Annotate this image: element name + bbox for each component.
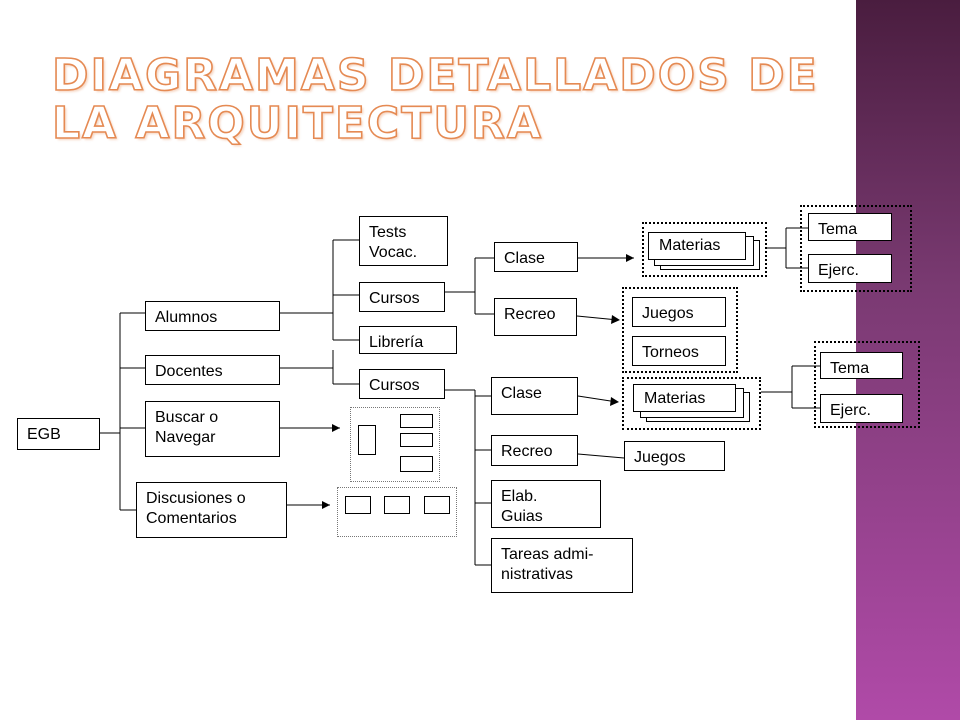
node-clase-docentes: Clase [491,377,578,415]
comments-placeholder-panel [337,487,457,537]
materias-docentes-group [622,377,761,430]
node-elab: Elab. Guias Prácticas [491,480,601,528]
node-egb: EGB [17,418,100,450]
placeholder-block [400,456,433,472]
node-tema-docentes: Tema [820,352,903,379]
node-juegos-alumnos: Juegos [632,297,726,327]
placeholder-block [358,425,376,455]
search-placeholder-panel [350,407,440,482]
node-cursos-docentes: Cursos [359,369,445,399]
materias-alumnos-group [642,222,767,277]
placeholder-block [424,496,450,514]
node-cursos-alumnos: Cursos [359,282,445,312]
node-materias-alumnos: Materias [648,232,746,260]
node-tests: Tests Vocac. [359,216,448,266]
placeholder-block [345,496,371,514]
node-buscar: Buscar o Navegar [145,401,280,457]
node-torneos: Torneos [632,336,726,366]
node-ejerc-alumnos: Ejerc. [808,254,892,283]
materias-docentes-detail-group [814,341,920,428]
node-tareas: Tareas admi- nistrativas [491,538,633,593]
placeholder-block [400,414,433,428]
page-title: DIAGRAMAS DETALLADOS DE LA ARQUITECTURA [51,50,819,149]
node-juegos-docentes: Juegos [624,441,725,471]
node-recreo-docentes: Recreo [491,435,578,466]
node-clase-alumnos: Clase [494,242,578,272]
node-alumnos: Alumnos [145,301,280,331]
recreo-alumnos-group [622,287,738,373]
node-libreria: Librería [359,326,457,354]
placeholder-block [384,496,410,514]
materias-alumnos-detail-group [800,205,912,292]
placeholder-block [400,433,433,447]
node-materias-docentes: Materias [633,384,736,412]
node-ejerc-docentes: Ejerc. [820,394,903,423]
node-tema-alumnos: Tema [808,213,892,241]
node-docentes: Docentes [145,355,280,385]
node-discusiones: Discusiones o Comentarios [136,482,287,538]
node-recreo-alumnos: Recreo [494,298,577,336]
